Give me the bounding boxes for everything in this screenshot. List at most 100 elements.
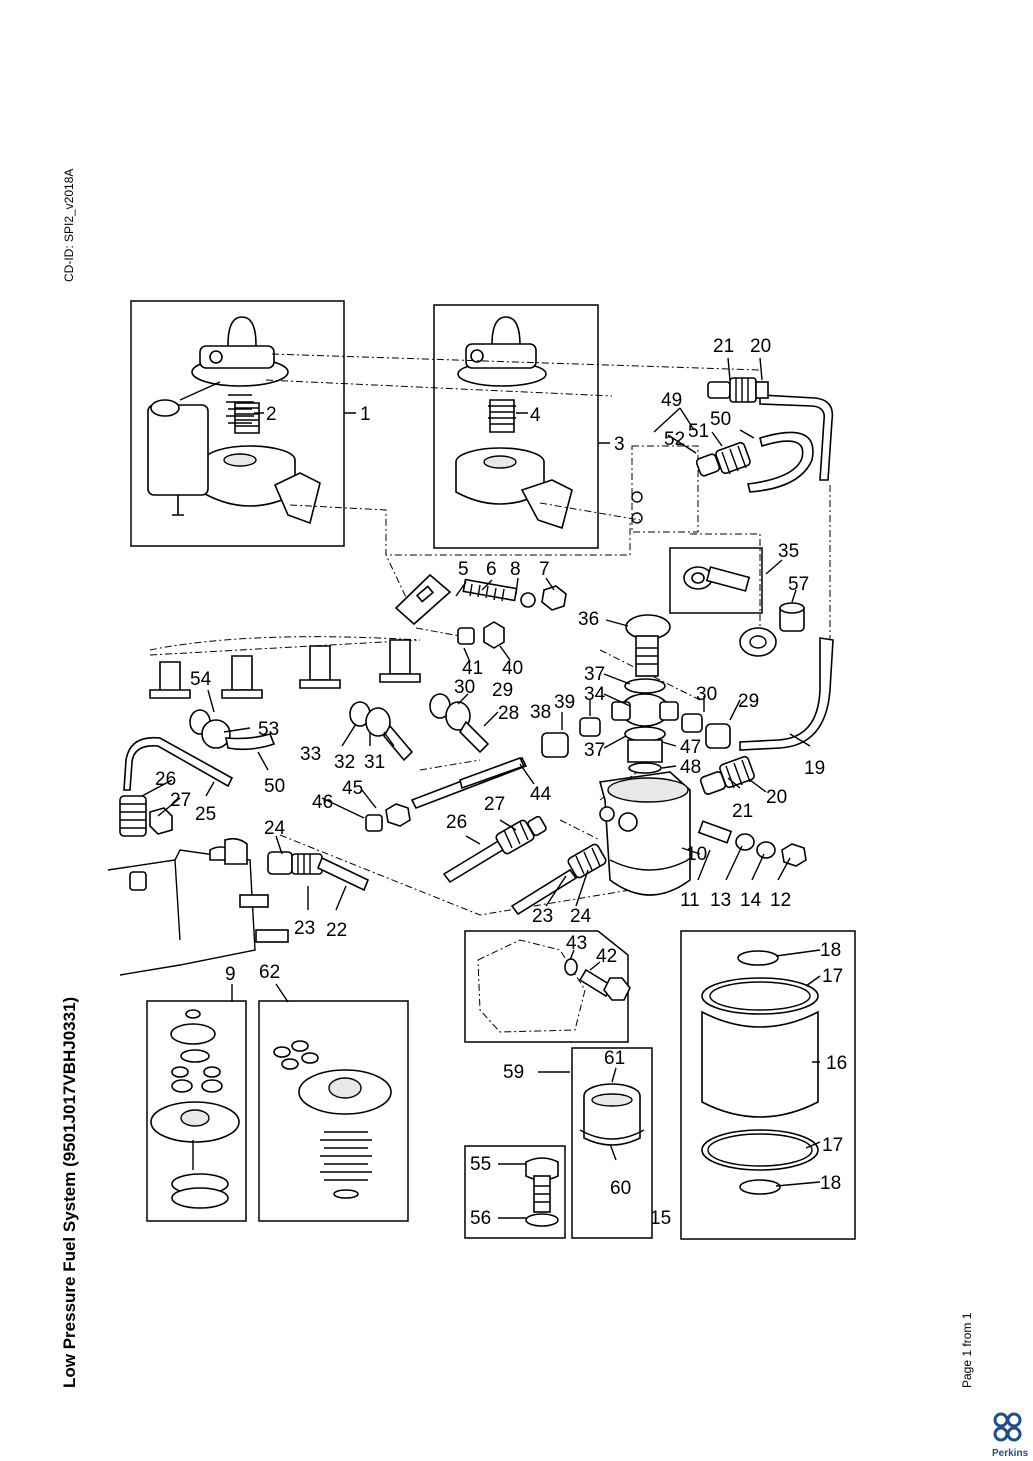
pipe-25 [123, 736, 234, 791]
union-24-23-left [267, 851, 370, 892]
nut-47 [627, 739, 663, 763]
union-45-46 [365, 803, 411, 832]
callout-6: 6 [486, 559, 497, 580]
union-51-52 [695, 441, 751, 477]
callout-55: 55 [470, 1154, 491, 1175]
pump-3-frame [433, 304, 599, 549]
callout-16: 16 [826, 1053, 847, 1074]
union-41-40 [457, 621, 505, 649]
callout-41: 41 [462, 658, 483, 679]
callout-18-bottom: 18 [820, 1173, 841, 1194]
kit-9-frame [146, 1000, 247, 1222]
callout-17-bottom: 17 [822, 1135, 843, 1156]
callout-59: 59 [503, 1062, 524, 1083]
callout-54: 54 [190, 669, 212, 690]
perkins-logo [993, 1412, 1022, 1442]
repair-kit-62 [273, 1040, 392, 1199]
callout-43: 43 [566, 933, 587, 954]
plug-57 [779, 602, 805, 632]
callout-13: 13 [710, 890, 731, 911]
washer-48 [628, 762, 662, 774]
injection-pump-body [107, 837, 289, 976]
callout-56: 56 [470, 1208, 491, 1229]
sleeve-38 [541, 732, 569, 758]
callout-40: 40 [502, 658, 523, 679]
callout-31: 31 [364, 752, 385, 773]
nut-7 [541, 585, 567, 611]
callout-26-left: 26 [155, 769, 176, 790]
nut-12 [781, 843, 807, 867]
washer-14 [756, 841, 776, 859]
callout-leaders [141, 357, 821, 1219]
callout-28: 28 [498, 703, 519, 724]
filter-bowl-16 [701, 950, 819, 1195]
nut-29-right [705, 723, 731, 749]
callout-36: 36 [578, 609, 599, 630]
callout-45: 45 [342, 778, 363, 799]
callout-17-top: 17 [822, 966, 843, 987]
callout-37-bottom: 37 [584, 740, 605, 761]
callout-23-left: 23 [294, 918, 315, 939]
callout-48: 48 [680, 757, 701, 778]
fuel-lift-pump-1 [147, 316, 321, 525]
filter-head-phantom [631, 445, 699, 533]
callout-7: 7 [539, 559, 550, 580]
callout-51: 51 [688, 421, 709, 442]
callout-4: 4 [530, 405, 541, 426]
assembly-leader-lines [149, 353, 831, 916]
callout-3: 3 [614, 434, 625, 455]
callout-14: 14 [740, 890, 762, 911]
union-26-27-left [119, 795, 173, 837]
union-21-20-lower [699, 755, 755, 795]
banjo-35 [683, 566, 751, 592]
callout-1: 1 [360, 404, 371, 425]
callout-labels: 2 1 4 3 21 20 49 50 51 52 5 6 8 7 35 57 … [155, 336, 847, 1229]
washer-57 [739, 627, 777, 657]
callout-49: 49 [661, 390, 682, 411]
callout-11: 11 [680, 890, 700, 911]
callout-42: 42 [596, 946, 617, 967]
olive-30-right [681, 713, 703, 733]
fuel-filter-10 [598, 771, 691, 896]
callout-24-mid: 24 [570, 906, 592, 927]
callout-39: 39 [554, 692, 575, 713]
banjo-34 [611, 693, 679, 727]
callout-57: 57 [788, 574, 809, 595]
callout-44: 44 [530, 784, 552, 805]
element-59-frame [571, 1047, 653, 1239]
bolt-42-frame [464, 930, 629, 1043]
callout-19: 19 [804, 758, 825, 779]
washer-37a [624, 678, 666, 694]
perkins-brand-text: Perkins [992, 1448, 1029, 1459]
callout-27-mid: 27 [484, 794, 505, 815]
filter-kit-15-frame [680, 930, 856, 1240]
callout-21-top: 21 [713, 336, 734, 357]
kit-62-frame [258, 1000, 409, 1222]
callout-15: 15 [650, 1208, 671, 1229]
pipe-23-24-middle [510, 843, 607, 916]
union-21-20-upper [707, 377, 769, 403]
banjo-35-frame [669, 547, 763, 614]
pipe-44 [410, 756, 528, 810]
callout-61: 61 [604, 1048, 625, 1069]
callout-33: 33 [300, 744, 321, 765]
callout-50-bottom: 50 [264, 776, 285, 797]
callout-10: 10 [686, 844, 707, 865]
callout-21-bottom: 21 [732, 801, 753, 822]
callout-29-right: 29 [738, 691, 759, 712]
callout-25: 25 [195, 804, 216, 825]
washer-8 [520, 592, 536, 608]
housing-42 [477, 939, 631, 1033]
callout-23-mid: 23 [532, 906, 553, 927]
bolt-55 [525, 1157, 559, 1227]
callout-12: 12 [770, 890, 791, 911]
callout-30-left: 30 [454, 677, 475, 698]
callout-50-top: 50 [710, 409, 731, 430]
callout-9: 9 [225, 964, 236, 985]
callout-53: 53 [258, 719, 279, 740]
callout-35: 35 [778, 541, 799, 562]
callout-62: 62 [259, 962, 280, 983]
callout-60: 60 [610, 1178, 631, 1199]
pump-1-frame [130, 300, 345, 547]
